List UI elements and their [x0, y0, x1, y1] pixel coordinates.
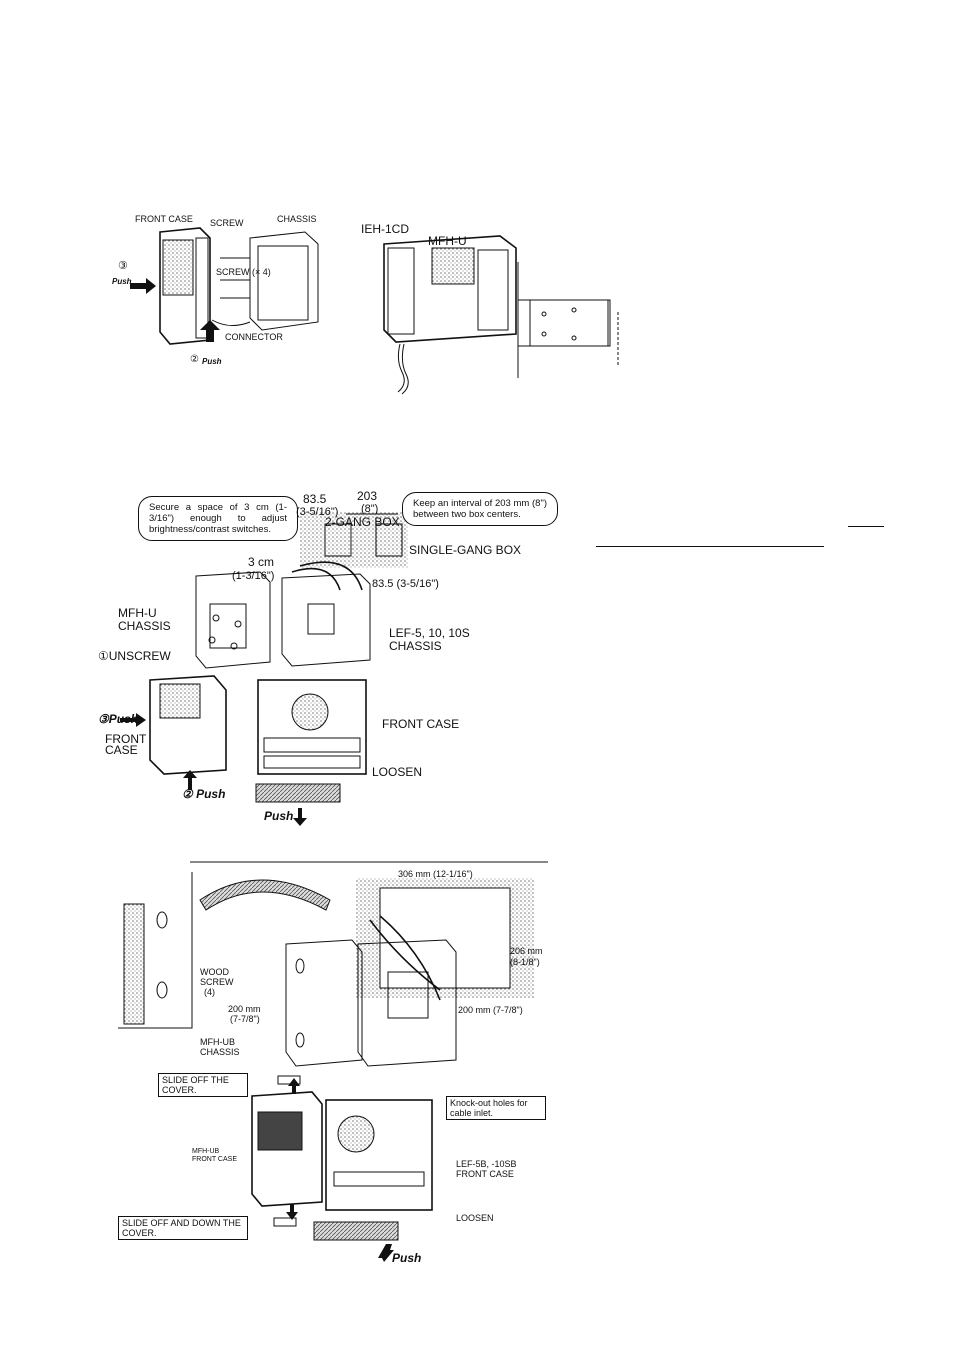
- fig1-push3-label: Push: [112, 277, 132, 286]
- fig1-push2-label: Push: [202, 357, 222, 366]
- fig4-dim-306: 306 mm (12-1/16"): [398, 869, 473, 879]
- fig1-chassis-label: CHASSIS: [277, 214, 317, 224]
- fig4-push-label: Push: [392, 1251, 422, 1265]
- fig4-mfh-ub-chassis-line2: CHASSIS: [200, 1047, 240, 1057]
- fig3-dim-203: 203: [357, 489, 378, 503]
- fig4-flush-mount: [118, 861, 548, 1262]
- fig4-wood-screw-line1: WOOD: [200, 967, 229, 977]
- fig4-knockout-holes-note: Knock-out holes for cable inlet.: [446, 1096, 546, 1120]
- fig3-push2-label: ② Push: [182, 787, 226, 801]
- fig4-mfh-ub-front-line1: MFH-UB: [192, 1148, 220, 1155]
- fig1-step2-marker: ②: [190, 354, 199, 365]
- fig4-wood-screw-line3: (4): [204, 987, 215, 997]
- fig3-dim-83-5-top-inch: (3-5/16"): [296, 506, 339, 518]
- fig2-units-on-wall: [383, 235, 619, 395]
- fig1-connector-label: CONNECTOR: [225, 332, 283, 342]
- fig3-dim-3cm: 3 cm: [248, 555, 275, 569]
- fig3-lef-chassis-line1: LEF-5, 10, 10S: [389, 626, 470, 640]
- fig4-lef-front-line1: LEF-5B, -10SB: [456, 1159, 517, 1169]
- fig4-slide-off-down-note: SLIDE OFF AND DOWN THE COVER.: [118, 1216, 248, 1240]
- fig4-dim-200-left: 200 mm: [228, 1004, 261, 1014]
- fig3-gang-box-assembly: [120, 512, 408, 826]
- fig3-two-gang-box-label: 2-GANG BOX: [325, 515, 400, 529]
- fig3-single-gang-box-label: SINGLE-GANG BOX: [409, 543, 522, 557]
- fig3-front-case-left-line1: FRONT: [105, 732, 147, 746]
- fig2-mfh-u-label: MFH-U: [428, 234, 467, 248]
- fig3-push-bottom-label: Push: [264, 809, 294, 823]
- fig4-dim-200-right: 200 mm (7-7/8"): [458, 1005, 523, 1015]
- right-column-short-rule: [848, 526, 884, 527]
- fig3-dim-203-inch: (8"): [361, 503, 379, 515]
- fig3-unscrew-label: ①UNSCREW: [98, 649, 171, 663]
- fig3-push3-label: ③Push: [98, 712, 139, 726]
- fig1-monitor-assembly: [130, 227, 319, 345]
- fig3-front-case-right-label: FRONT CASE: [382, 717, 460, 731]
- fig4-loosen-label: LOOSEN: [456, 1213, 494, 1223]
- fig3-dim-83-5-top: 83.5: [303, 492, 327, 506]
- fig3-lef-chassis-line2: CHASSIS: [389, 639, 442, 653]
- fig4-wood-screw-line2: SCREW: [200, 977, 234, 987]
- fig4-slide-off-cover-note: SLIDE OFF THE COVER.: [158, 1073, 248, 1097]
- fig1-screw-label: SCREW: [210, 218, 244, 228]
- fig3-dim-83-5-right: 83.5 (3-5/16"): [372, 578, 439, 590]
- fig3-loosen-label: LOOSEN: [372, 765, 423, 779]
- right-column-rule: [596, 546, 824, 547]
- fig3-dim-3cm-inch: (1-3/16"): [232, 570, 275, 582]
- fig1-step3-marker: ③: [118, 260, 128, 272]
- fig3-mfh-u-chassis-line2: CHASSIS: [118, 619, 171, 633]
- fig4-mfh-ub-front-line2: FRONT CASE: [192, 1156, 237, 1163]
- fig3-interval-note-bubble: Keep an interval of 203 mm (8") between …: [402, 492, 558, 526]
- fig1-front-case-label: FRONT CASE: [135, 214, 193, 224]
- fig4-dim-206: 206 mm: [510, 946, 543, 956]
- fig4-dim-200-left-inch: (7-7/8"): [230, 1014, 260, 1024]
- fig4-mfh-ub-chassis-line1: MFH-UB: [200, 1037, 235, 1047]
- fig4-dim-206-inch: (8-1/8"): [510, 957, 540, 967]
- fig3-front-case-left-line2: CASE: [105, 743, 138, 757]
- fig4-lef-front-line2: FRONT CASE: [456, 1169, 514, 1179]
- fig2-ieh-1cd-label: IEH-1CD: [361, 222, 410, 236]
- fig3-mfh-u-chassis-line1: MFH-U: [118, 606, 157, 620]
- fig3-space-note-bubble: Secure a space of 3 cm (1-3/16") enough …: [138, 496, 298, 541]
- fig1-screw-x4-label: SCREW (× 4): [216, 267, 271, 277]
